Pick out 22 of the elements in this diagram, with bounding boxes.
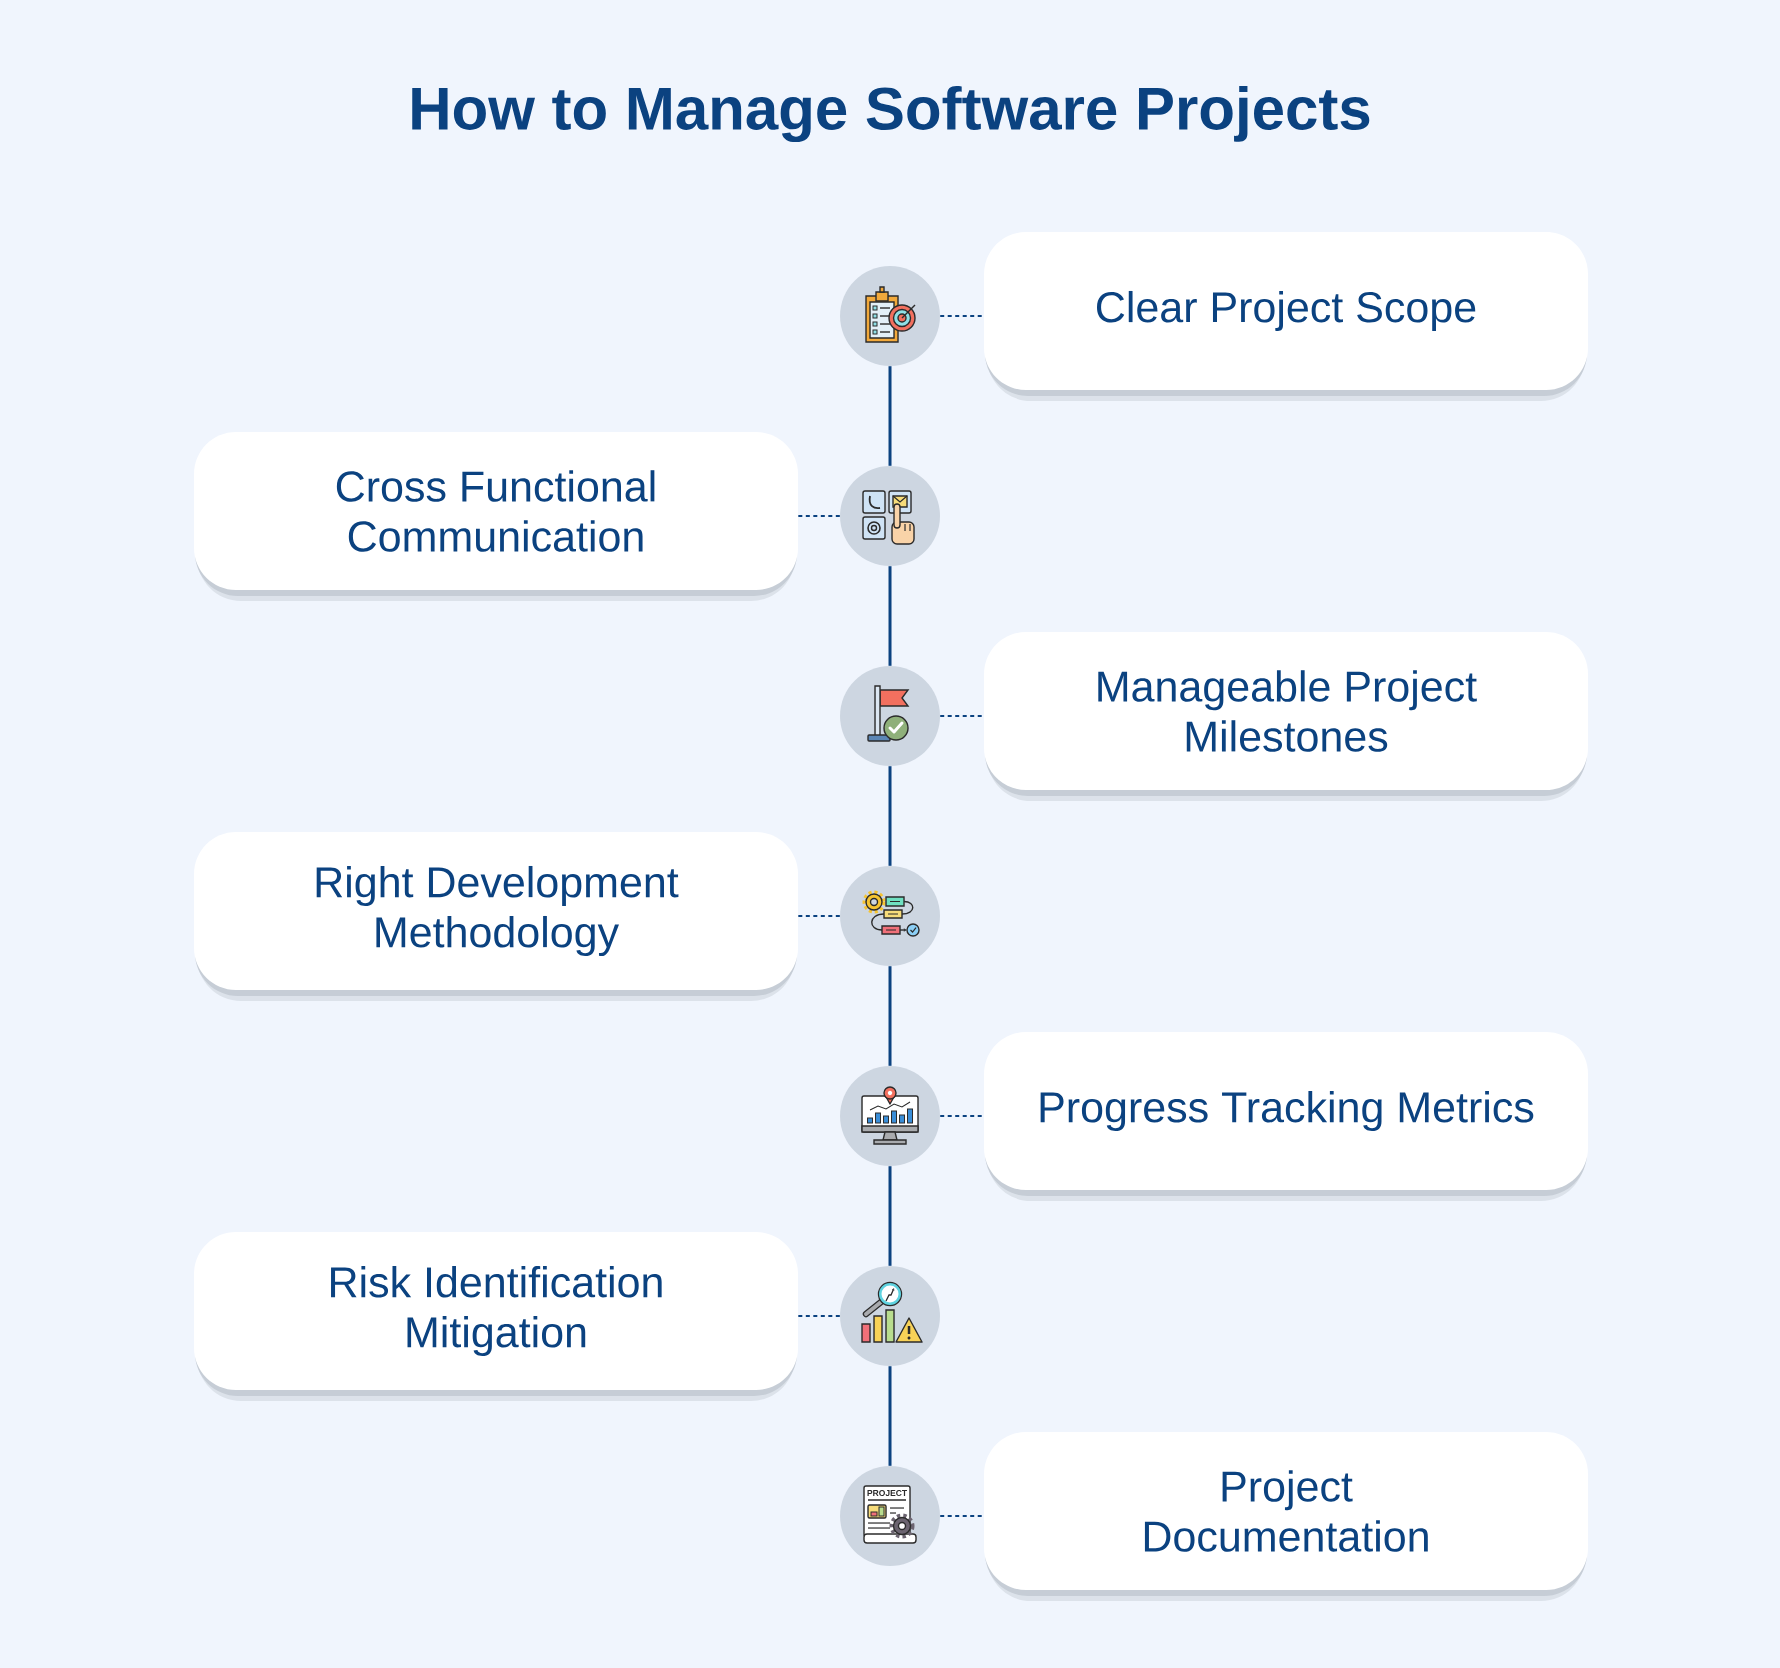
dotted-leader (939, 715, 985, 717)
dotted-leader (797, 1315, 841, 1317)
step-box: Right Development Methodology (194, 832, 798, 1001)
title: How to Manage Software Projects (412, 85, 1370, 143)
dotted-leader (797, 515, 841, 517)
connector-line (888, 366, 892, 466)
icon-text: PROJECT (867, 1490, 907, 1496)
dotted-leader (939, 1115, 985, 1117)
connector-line (888, 1166, 892, 1266)
step-box: Risk Identification Mitigation (194, 1232, 798, 1401)
dotted-leader (797, 915, 841, 917)
step-box: Project Documentation (984, 1432, 1588, 1601)
connector-line (888, 566, 892, 666)
step-box: Clear Project Scope (984, 232, 1588, 401)
step-box: Progress Tracking Metrics (984, 1032, 1588, 1201)
dotted-leader (939, 1515, 985, 1517)
dotted-leader (939, 315, 985, 317)
step-box: Cross Functional Communication (194, 432, 798, 601)
connector-line (888, 966, 892, 1066)
connector-line (888, 766, 892, 866)
step-box: Manageable Project Milestones (984, 632, 1588, 801)
connector-line (888, 1366, 892, 1466)
